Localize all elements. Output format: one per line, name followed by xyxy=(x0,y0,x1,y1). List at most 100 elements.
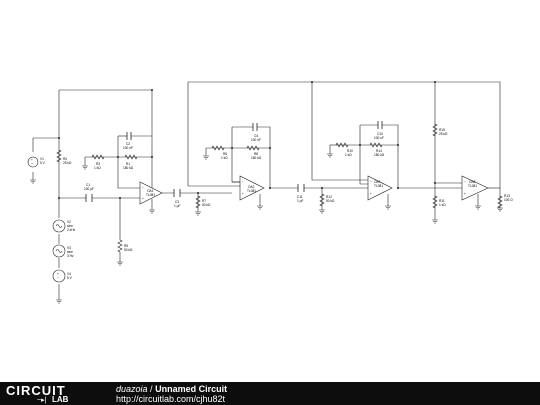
svg-text:−: − xyxy=(464,180,466,184)
schematic-canvas: +− V1 5 V R4 25 kΩ C1 100 µF V2 sine 2 k… xyxy=(27,81,513,304)
capacitor-c2[interactable]: C2 100 nF xyxy=(123,132,133,150)
label-r12-value: 50 kΩ xyxy=(326,199,335,203)
separator: / xyxy=(150,384,153,394)
svg-text:+: + xyxy=(57,272,59,276)
label-c3-value: 1 µF xyxy=(174,204,180,208)
opamp-oa2[interactable]: − + OA2 TL081 xyxy=(239,175,265,201)
label-c11-value: 1 µF xyxy=(297,199,303,203)
label-v4-name: V4 xyxy=(67,272,71,276)
label-r10-value: 1 kΩ xyxy=(345,153,352,157)
resistor-r15[interactable]: R15 25 kΩ xyxy=(432,123,448,137)
voltage-source-v3[interactable]: V3 sine 3 Hz xyxy=(52,244,74,258)
svg-text:+: + xyxy=(464,192,466,196)
circuit-title: Unnamed Circuit xyxy=(155,384,228,394)
svg-text:−: − xyxy=(242,180,244,184)
label-oa7-name: OA7 xyxy=(374,180,381,184)
label-r13-name: R13 xyxy=(504,194,510,198)
svg-text:−: − xyxy=(58,276,60,280)
label-oa1-value: TL081 xyxy=(146,193,155,197)
label-oa3-name: OA3 xyxy=(469,180,476,184)
label-v4-value: 5 V xyxy=(67,276,73,280)
label-v2-name: V2 xyxy=(67,220,71,224)
resistor-r10[interactable]: R10 1 kΩ xyxy=(335,142,353,157)
capacitor-c11[interactable]: C11 1 µF xyxy=(297,184,305,203)
voltage-source-v1[interactable]: +− V1 5 V xyxy=(27,156,46,168)
label-c10-value: 100 nF xyxy=(374,136,384,140)
label-r11-name: R11 xyxy=(439,199,445,203)
label-c4-name: C4 xyxy=(254,134,258,138)
label-r11-value: 1 kΩ xyxy=(439,203,446,207)
label-r12-name: R12 xyxy=(326,195,332,199)
label-r6-value: 1 kΩ xyxy=(221,156,228,160)
label-r15-value: 25 kΩ xyxy=(439,132,448,136)
resistor-r6[interactable]: R6 1 kΩ xyxy=(211,145,228,160)
resistor-r8[interactable]: R8 180 kΩ xyxy=(246,145,262,160)
label-r6-name: R6 xyxy=(223,152,227,156)
svg-text:+: + xyxy=(242,192,244,196)
label-c11-name: C11 xyxy=(297,195,303,199)
label-oa2-value: TL081 xyxy=(247,189,256,193)
label-v2-freq: 2 kHz xyxy=(67,228,76,232)
resistor-r14[interactable]: R14 180 kΩ xyxy=(369,142,385,157)
label-r13-value: 100 Ω xyxy=(504,198,513,202)
label-oa3-value: TL081 xyxy=(468,184,477,188)
resistor-r1[interactable]: R1 180 kΩ xyxy=(123,154,138,170)
capacitor-c3[interactable]: C3 1 µF xyxy=(173,189,180,208)
label-r14-value: 180 kΩ xyxy=(374,153,385,157)
svg-text:+: + xyxy=(31,158,33,162)
label-r8-name: R8 xyxy=(254,152,258,156)
label-r7-name: R7 xyxy=(202,199,206,203)
label-oa1-name: OA1 xyxy=(147,189,154,193)
resistor-r4[interactable]: R4 25 kΩ xyxy=(56,149,72,165)
capacitor-c10[interactable]: C10 100 nF xyxy=(374,121,384,140)
label-r7-value: 50 kΩ xyxy=(202,203,211,207)
label-r1-name: R1 xyxy=(126,162,130,166)
label-c2-name: C2 xyxy=(126,142,130,146)
voltage-source-v2[interactable]: V2 sine 2 kHz xyxy=(52,219,76,233)
circuit-schematic: +− V1 5 V R4 25 kΩ C1 100 µF V2 sine 2 k… xyxy=(27,81,513,304)
opamp-oa7[interactable]: − + OA7 TL081 xyxy=(367,175,393,201)
resistor-r5[interactable]: R5 50 kΩ xyxy=(117,239,133,262)
circuit-meta: duazoia / Unnamed Circuit http://circuit… xyxy=(116,384,227,404)
svg-text:−: − xyxy=(370,180,372,184)
label-r8-value: 180 kΩ xyxy=(251,156,262,160)
label-v3-value: sine xyxy=(67,250,73,254)
opamp-oa3[interactable]: − + OA3 TL081 xyxy=(461,175,489,201)
label-c3-name: C3 xyxy=(175,200,179,204)
resistor-r11[interactable]: R11 1 kΩ xyxy=(432,195,446,209)
svg-text:+: + xyxy=(142,197,144,201)
label-oa7-value: TL081 xyxy=(374,184,383,188)
opamp-oa1[interactable]: − + OA1 TL081 xyxy=(139,181,163,205)
label-c1-name: C1 xyxy=(86,183,90,187)
resistor-diode-logo-icon: ~▸| xyxy=(37,397,47,404)
author-name[interactable]: duazoia xyxy=(116,384,148,394)
voltage-source-v4[interactable]: +− V4 5 V xyxy=(52,269,73,283)
label-v1-name: V1 xyxy=(40,157,44,161)
capacitor-c4[interactable]: C4 100 nF xyxy=(251,123,261,142)
label-oa2-name: OA2 xyxy=(248,185,255,189)
wires xyxy=(32,81,501,300)
svg-text:−: − xyxy=(142,186,144,190)
label-v3-freq: 3 Hz xyxy=(67,254,74,258)
label-c1-value: 100 µF xyxy=(84,187,94,191)
circuit-url[interactable]: http://circuitlab.com/cjhu82t xyxy=(116,394,226,404)
circuitlab-logo[interactable]: CIRCUIT ~▸| LAB xyxy=(6,383,69,404)
label-r5-value: 50 kΩ xyxy=(124,248,133,252)
label-r4-name: R4 xyxy=(63,157,67,161)
label-r1-value: 180 kΩ xyxy=(123,166,134,170)
label-c2-value: 100 nF xyxy=(123,146,133,150)
resistor-r3[interactable]: R3 1 kΩ xyxy=(91,154,105,170)
label-r15-name: R15 xyxy=(439,128,445,132)
capacitor-c1[interactable]: C1 100 µF xyxy=(84,183,94,202)
label-v1-value: 5 V xyxy=(40,161,46,165)
resistor-r7[interactable]: R7 50 kΩ xyxy=(195,195,211,209)
label-v3-name: V3 xyxy=(67,246,71,250)
resistor-r12[interactable]: R12 50 kΩ xyxy=(319,193,335,207)
label-r3-name: R3 xyxy=(96,162,100,166)
label-r14-name: R14 xyxy=(376,149,382,153)
svg-text:+: + xyxy=(370,192,372,196)
footer-bar: CIRCUIT ~▸| LAB duazoia / Unnamed Circui… xyxy=(0,382,540,405)
ground-symbols xyxy=(30,153,503,304)
label-c10-name: C10 xyxy=(377,132,383,136)
resistor-r13[interactable]: R13 100 Ω xyxy=(497,194,513,209)
